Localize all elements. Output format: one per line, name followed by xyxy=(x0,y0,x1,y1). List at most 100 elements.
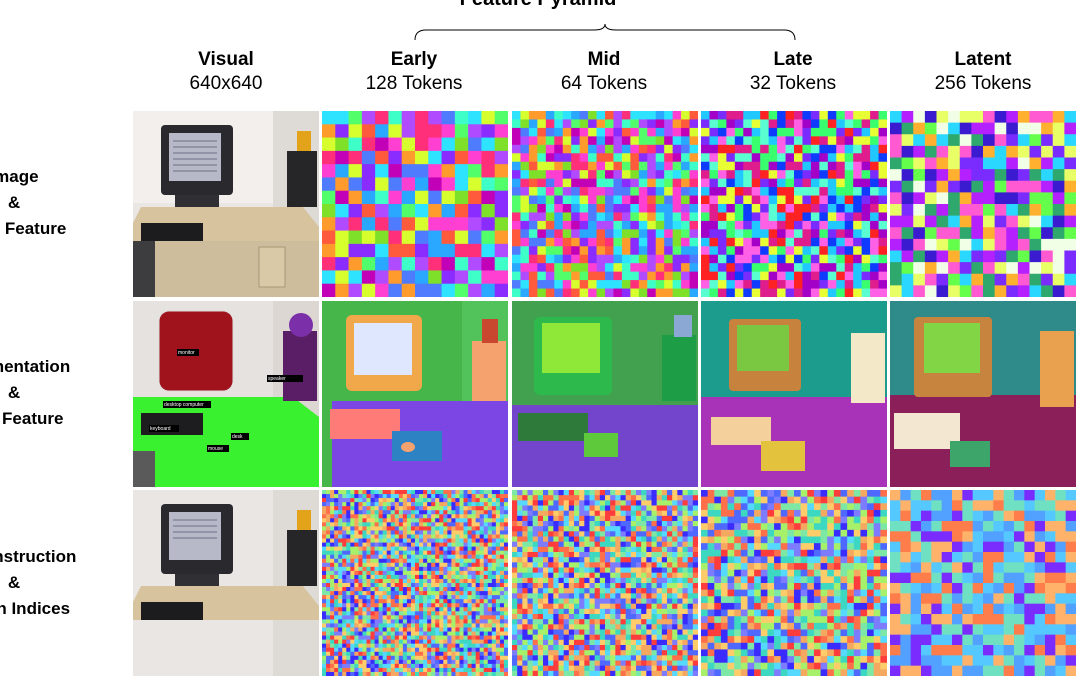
pixel-cell xyxy=(431,542,436,548)
pixel-cell xyxy=(402,623,408,628)
pixel-cell xyxy=(374,494,380,499)
pixel-cell xyxy=(594,490,601,496)
token-indices-late xyxy=(701,490,887,676)
pixel-cell xyxy=(596,280,606,290)
pixel-cell xyxy=(322,619,327,624)
pixel-cell xyxy=(579,541,585,548)
pixel-cell xyxy=(335,204,350,218)
pixel-cell xyxy=(419,514,424,519)
pixel-cell xyxy=(423,526,428,531)
pixel-cell xyxy=(487,526,493,531)
pixel-cell xyxy=(543,608,549,615)
pixel-cell xyxy=(520,127,530,137)
pixel-cell xyxy=(785,271,795,281)
pixel-cell xyxy=(455,607,460,612)
pixel-cell xyxy=(388,190,403,205)
pixel-cell xyxy=(568,588,575,594)
pixel-cell xyxy=(354,595,359,600)
pixel-cell xyxy=(348,230,363,245)
pixel-cell xyxy=(402,550,408,556)
pixel-cell xyxy=(621,119,631,129)
pixel-cell xyxy=(630,195,640,205)
pixel-grid xyxy=(701,111,887,297)
pixel-cell xyxy=(419,510,424,515)
pixel-cell xyxy=(410,647,416,653)
pixel-cell xyxy=(810,144,820,154)
pixel-cell xyxy=(630,495,637,501)
pixel-cell xyxy=(455,611,460,616)
pixel-cell xyxy=(836,204,846,213)
pixel-cell xyxy=(503,546,508,552)
pixel-cell xyxy=(527,541,534,548)
pixel-cell xyxy=(522,562,528,568)
pixel-cell xyxy=(459,667,465,673)
pixel-cell xyxy=(596,263,606,273)
pixel-cell xyxy=(751,212,761,222)
pixel-cell xyxy=(483,627,489,633)
pixel-cell xyxy=(861,237,871,247)
pixel-cell xyxy=(467,587,473,592)
pixel-cell xyxy=(588,161,598,171)
pixel-cell xyxy=(681,220,691,230)
pixel-cell xyxy=(819,271,829,281)
pixel-cell xyxy=(459,506,465,511)
pixel-cell xyxy=(827,496,835,504)
pixel-cell xyxy=(701,161,710,171)
pixel-cell xyxy=(439,595,444,600)
pixel-cell xyxy=(727,503,735,511)
pixel-cell xyxy=(553,593,559,599)
pixel-cell xyxy=(802,136,812,146)
pixel-cell xyxy=(370,659,376,665)
pixel-cell xyxy=(620,670,627,676)
pixel-cell xyxy=(394,574,400,580)
pixel-cell xyxy=(913,192,926,205)
pixel-cell xyxy=(503,498,508,503)
pixel-cell xyxy=(751,246,761,256)
pixel-cell xyxy=(491,639,497,645)
pixel-cell xyxy=(553,608,559,615)
pixel-cell xyxy=(467,498,473,503)
pixel-cell xyxy=(491,566,497,572)
pixel-cell xyxy=(558,619,565,625)
pixel-cell xyxy=(451,514,456,519)
pixel-cell xyxy=(475,534,481,540)
pixel-cell xyxy=(568,500,575,506)
pixel-cell xyxy=(743,161,753,171)
pixel-cell xyxy=(615,546,621,553)
pixel-cell xyxy=(751,153,761,163)
pixel-cell xyxy=(726,220,736,230)
pixel-cell xyxy=(636,531,642,537)
pixel-cell xyxy=(454,150,469,165)
pixel-cell xyxy=(672,639,678,646)
pixel-cell xyxy=(537,624,544,630)
pixel-cell xyxy=(655,263,665,273)
pixel-cell xyxy=(494,257,508,271)
pixel-cell xyxy=(334,562,339,568)
pixel-cell xyxy=(326,554,331,560)
pixel-cell xyxy=(520,220,530,230)
pixel-cell xyxy=(596,144,606,154)
pixel-cell xyxy=(599,505,606,512)
pixel-cell xyxy=(326,562,331,568)
pixel-cell xyxy=(681,153,691,163)
pixel-cell xyxy=(641,536,647,543)
pixel-cell xyxy=(483,546,489,552)
pixel-cell xyxy=(378,659,384,665)
pixel-cell xyxy=(689,280,698,290)
pixel-cell xyxy=(751,127,761,137)
pixel-cell xyxy=(459,538,465,544)
pixel-cell xyxy=(774,496,782,504)
pixel-cell xyxy=(1041,215,1054,228)
pixel-cell xyxy=(366,655,372,661)
pixel-cell xyxy=(760,503,768,511)
pixel-cell xyxy=(667,665,673,672)
pixel-cell xyxy=(495,546,501,552)
pixel-cell xyxy=(415,542,420,548)
pixel-cell xyxy=(562,237,572,247)
pixel-cell xyxy=(532,665,539,672)
pixel-cell xyxy=(431,498,436,503)
pixel-cell xyxy=(853,187,863,197)
pixel-cell xyxy=(431,562,436,568)
pixel-cell xyxy=(483,558,489,564)
pixel-cell xyxy=(483,671,489,676)
